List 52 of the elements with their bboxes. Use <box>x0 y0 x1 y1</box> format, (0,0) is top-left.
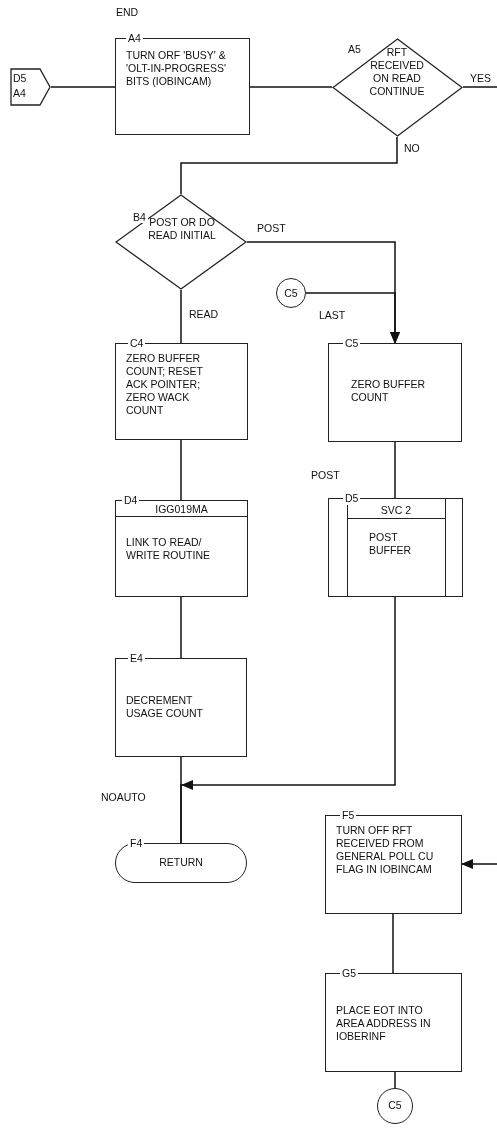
decision-diamond <box>115 194 247 290</box>
arrow <box>305 292 400 344</box>
step-id: D5 <box>343 492 361 504</box>
connector-line <box>249 86 333 88</box>
connector-label: A4 <box>13 87 26 100</box>
entry-label: END <box>115 6 140 19</box>
connector-line <box>50 86 116 88</box>
step-id: A4 <box>126 32 143 44</box>
step-text: LINK TO READ/ WRITE ROUTINE <box>126 536 211 562</box>
step-id: G5 <box>340 967 358 979</box>
entry-label: NOAUTO <box>100 791 147 804</box>
edge-label: YES <box>469 72 492 85</box>
step-id: F5 <box>340 809 357 821</box>
connector-line <box>394 441 396 499</box>
connector-line <box>392 913 394 974</box>
step-id: F4 <box>128 837 145 849</box>
step-id: B4 <box>131 211 148 223</box>
arrow <box>461 859 497 869</box>
connector-line <box>394 1071 396 1089</box>
step-id: A5 <box>346 43 363 55</box>
edge-label: READ <box>188 308 220 321</box>
step-text: POST BUFFER <box>369 531 412 557</box>
connector-line <box>180 596 182 659</box>
step-text: ZERO BUFFER COUNT; RESET ACK POINTER; ZERO WACK COUNT <box>126 352 204 417</box>
step-text: POST OR DO READ INITIAL <box>147 216 217 242</box>
step-text: TURN OFF RFT RECEIVED FROM GENERAL POLL CU FLAG IN IOBINCAM <box>336 824 435 876</box>
connector-line <box>180 756 182 844</box>
step-id: C5 <box>343 337 361 349</box>
step-id: C4 <box>128 337 146 349</box>
edge-label: POST <box>256 222 287 235</box>
connector-label: C5 <box>387 1099 403 1112</box>
step-text: RETURN <box>158 856 204 869</box>
header-text: IGG019MA <box>116 503 247 517</box>
step-id: D4 <box>122 494 140 506</box>
header-text: SVC 2 <box>347 504 445 519</box>
step-text: RFT RECEIVED ON READ CONTINUE <box>368 46 426 98</box>
connector-line <box>180 439 182 501</box>
step-text: ZERO BUFFER COUNT <box>351 378 427 404</box>
connector-line <box>180 136 398 195</box>
connector-label: D5 <box>13 72 27 85</box>
edge-label: LAST <box>318 309 347 322</box>
decision-diamond <box>332 38 463 137</box>
step-text: TURN ORF 'BUSY' & 'OLT-IN-PROGRESS' BITS (IOBINCAM) <box>126 49 228 88</box>
edge-label: NO <box>403 142 421 155</box>
connector-line <box>180 289 182 344</box>
off-page-connector <box>10 68 51 106</box>
step-text: DECREMENT USAGE COUNT <box>126 694 204 720</box>
connector-label: C5 <box>283 287 299 300</box>
connector-line <box>462 86 497 88</box>
step-text: PLACE EOT INTO AREA ADDRESS IN IOBERINF <box>336 1004 432 1043</box>
entry-label: POST <box>310 469 341 482</box>
step-id: E4 <box>128 652 145 664</box>
